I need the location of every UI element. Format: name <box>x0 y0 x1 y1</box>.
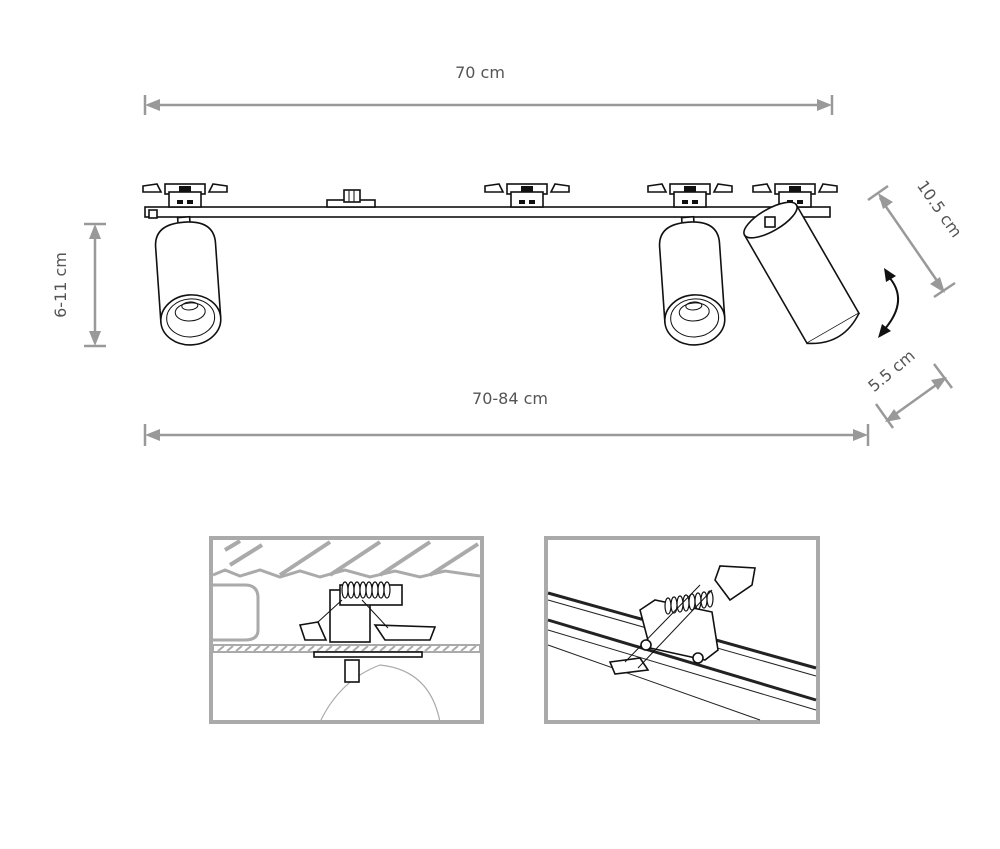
spot-length-label: 10.5 cm <box>913 177 966 241</box>
dimension-spot-diameter: 5.5 cm <box>864 346 953 429</box>
mounting-clip <box>647 183 733 208</box>
connector <box>326 189 376 208</box>
rotation-arrow-icon <box>878 268 900 338</box>
mounting-clip <box>142 183 228 208</box>
dimension-height: 6-11 cm <box>51 222 106 348</box>
dimension-spot-length: 10.5 cm <box>867 177 966 299</box>
spot-3-mount <box>764 216 776 228</box>
height-label: 6-11 cm <box>51 252 70 318</box>
detail-track-clip <box>544 536 820 724</box>
track-bar <box>144 206 831 219</box>
dimension-track-length: 70 cm <box>143 63 834 115</box>
detail-ceiling-installation <box>209 536 484 724</box>
mounting-clip <box>484 183 570 208</box>
spotlight-2 <box>658 215 726 346</box>
spot-diameter-label: 5.5 cm <box>864 346 918 396</box>
total-length-label: 70-84 cm <box>472 389 548 408</box>
mounting-clips <box>142 183 838 208</box>
spotlight-3-tilted <box>743 201 861 345</box>
track-length-label: 70 cm <box>455 63 505 82</box>
spotlight-1 <box>154 215 222 346</box>
dimension-total-length: 70-84 cm <box>143 389 870 446</box>
